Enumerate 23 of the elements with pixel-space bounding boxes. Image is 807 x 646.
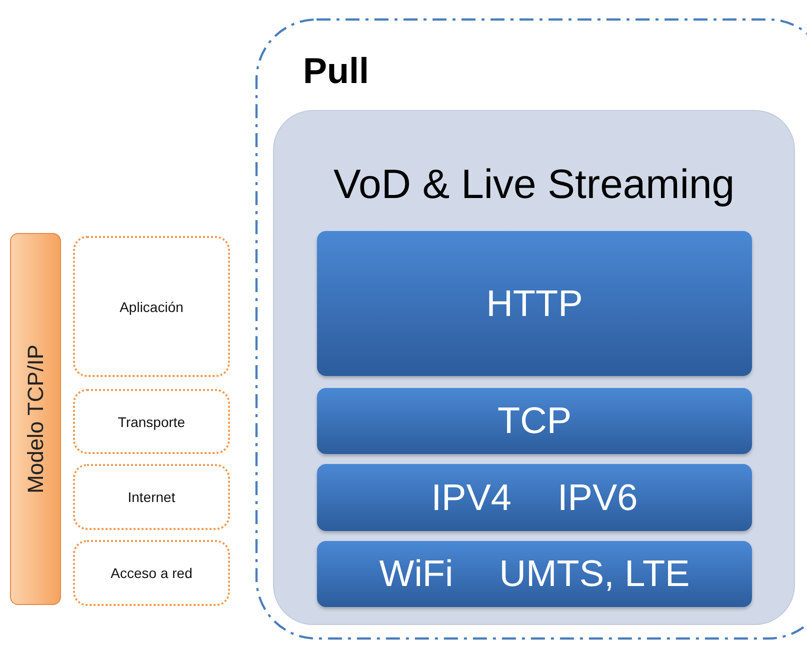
protocol-label: IPV4 [431, 476, 512, 518]
layer-box [73, 236, 230, 377]
protocol-label: WiFi [379, 553, 454, 595]
protocol-label: HTTP [486, 282, 583, 324]
protocol-label: UMTS, LTE [499, 553, 690, 595]
vertical-label: Modelo TCP/IP [22, 344, 48, 494]
layer-box [73, 464, 230, 530]
protocol-bar [317, 388, 752, 454]
layer-label: Internet [128, 489, 176, 505]
panel-title: VoD & Live Streaming [332, 161, 736, 208]
protocol-bar [317, 231, 752, 376]
protocol-label: IPV6 [558, 476, 638, 518]
layer-label: Acceso a red [110, 565, 192, 581]
layer-label: Aplicación [120, 298, 184, 314]
layer-box [73, 540, 230, 606]
protocol-bar [317, 541, 752, 607]
protocol-label: TCP [498, 400, 572, 442]
protocol-bar [317, 464, 752, 531]
layer-box [73, 389, 230, 454]
frame-title: Pull [303, 50, 370, 92]
model-bar [10, 233, 61, 605]
group-panel [273, 110, 795, 625]
layer-label: Transporte [118, 414, 186, 430]
